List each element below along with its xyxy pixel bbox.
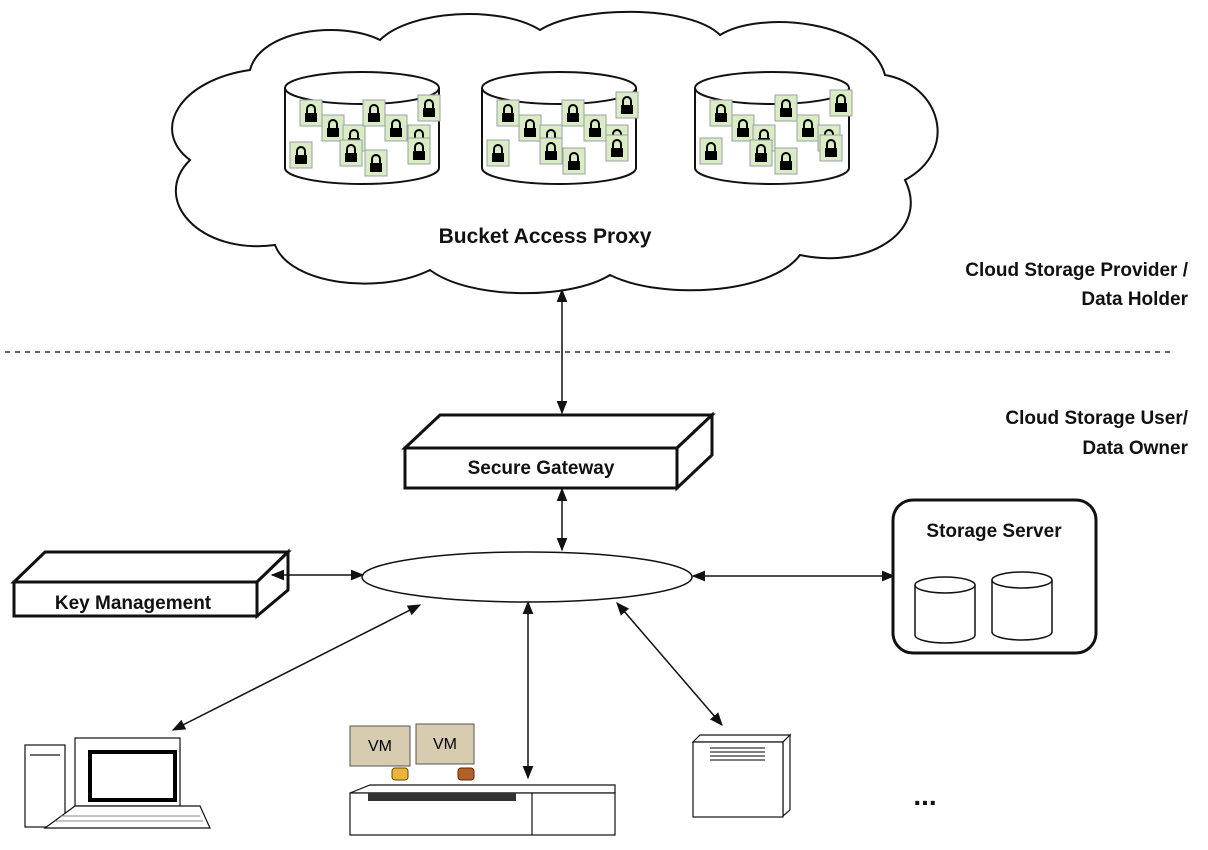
lock-icon <box>819 134 843 162</box>
lock-icon <box>518 114 542 142</box>
secure-gateway-label: Secure Gateway <box>468 458 615 479</box>
lock-icon <box>749 139 773 167</box>
provider-zone-label-line1: Cloud Storage Provider / <box>965 260 1188 281</box>
lock-icon <box>774 147 798 175</box>
lock-icon <box>561 99 585 127</box>
lock-icon <box>321 114 345 142</box>
lock-icon <box>539 137 563 165</box>
more-devices-ellipsis: ... <box>913 780 936 811</box>
lock-icon <box>699 137 723 165</box>
lock-icon <box>364 149 388 177</box>
lock-icon <box>289 141 313 169</box>
network-server-connector <box>616 601 723 727</box>
vm-1-label: VM <box>368 738 392 755</box>
lock-icon <box>417 94 441 122</box>
lock-icon <box>796 114 820 142</box>
storage-server-label: Storage Server <box>926 521 1062 542</box>
key-management-label: Key Management <box>55 593 212 614</box>
lock-icon <box>339 139 363 167</box>
provider-zone-label-line2: Data Holder <box>1081 289 1188 310</box>
vm-2: VM <box>415 723 475 781</box>
laptop-icon <box>24 737 211 829</box>
lock-icon <box>407 137 431 165</box>
server-chassis <box>349 784 616 836</box>
vm-1: VM <box>349 725 411 781</box>
user-zone-label-line2: Data Owner <box>1082 438 1188 459</box>
lock-icon <box>362 99 386 127</box>
lock-icon <box>299 99 323 127</box>
key-management: Key Management <box>10 548 292 620</box>
network-hub <box>361 551 693 603</box>
disk-icon <box>914 576 976 644</box>
lock-icon <box>605 134 629 162</box>
vm-host: VM VM <box>349 723 616 836</box>
lock-icon <box>709 99 733 127</box>
vm-2-label: VM <box>433 736 457 753</box>
lock-icon <box>486 139 510 167</box>
server-tower-icon <box>691 733 792 818</box>
storage-server: Storage Server <box>891 498 1098 655</box>
cloud-label: Bucket Access Proxy <box>439 225 652 248</box>
disk-icon <box>991 571 1053 641</box>
secure-gateway: Secure Gateway <box>401 411 716 492</box>
lock-icon <box>829 89 853 117</box>
lock-icon <box>731 114 755 142</box>
lock-icon <box>562 147 586 175</box>
lock-icon <box>615 91 639 119</box>
lock-icon <box>774 94 798 122</box>
network-laptop-connector <box>171 604 422 731</box>
lock-icon <box>496 99 520 127</box>
storage-bucket-1 <box>284 71 440 185</box>
lock-icon <box>384 114 408 142</box>
user-zone-label-line1: Cloud Storage User/ <box>1005 408 1188 429</box>
lock-icon <box>583 114 607 142</box>
